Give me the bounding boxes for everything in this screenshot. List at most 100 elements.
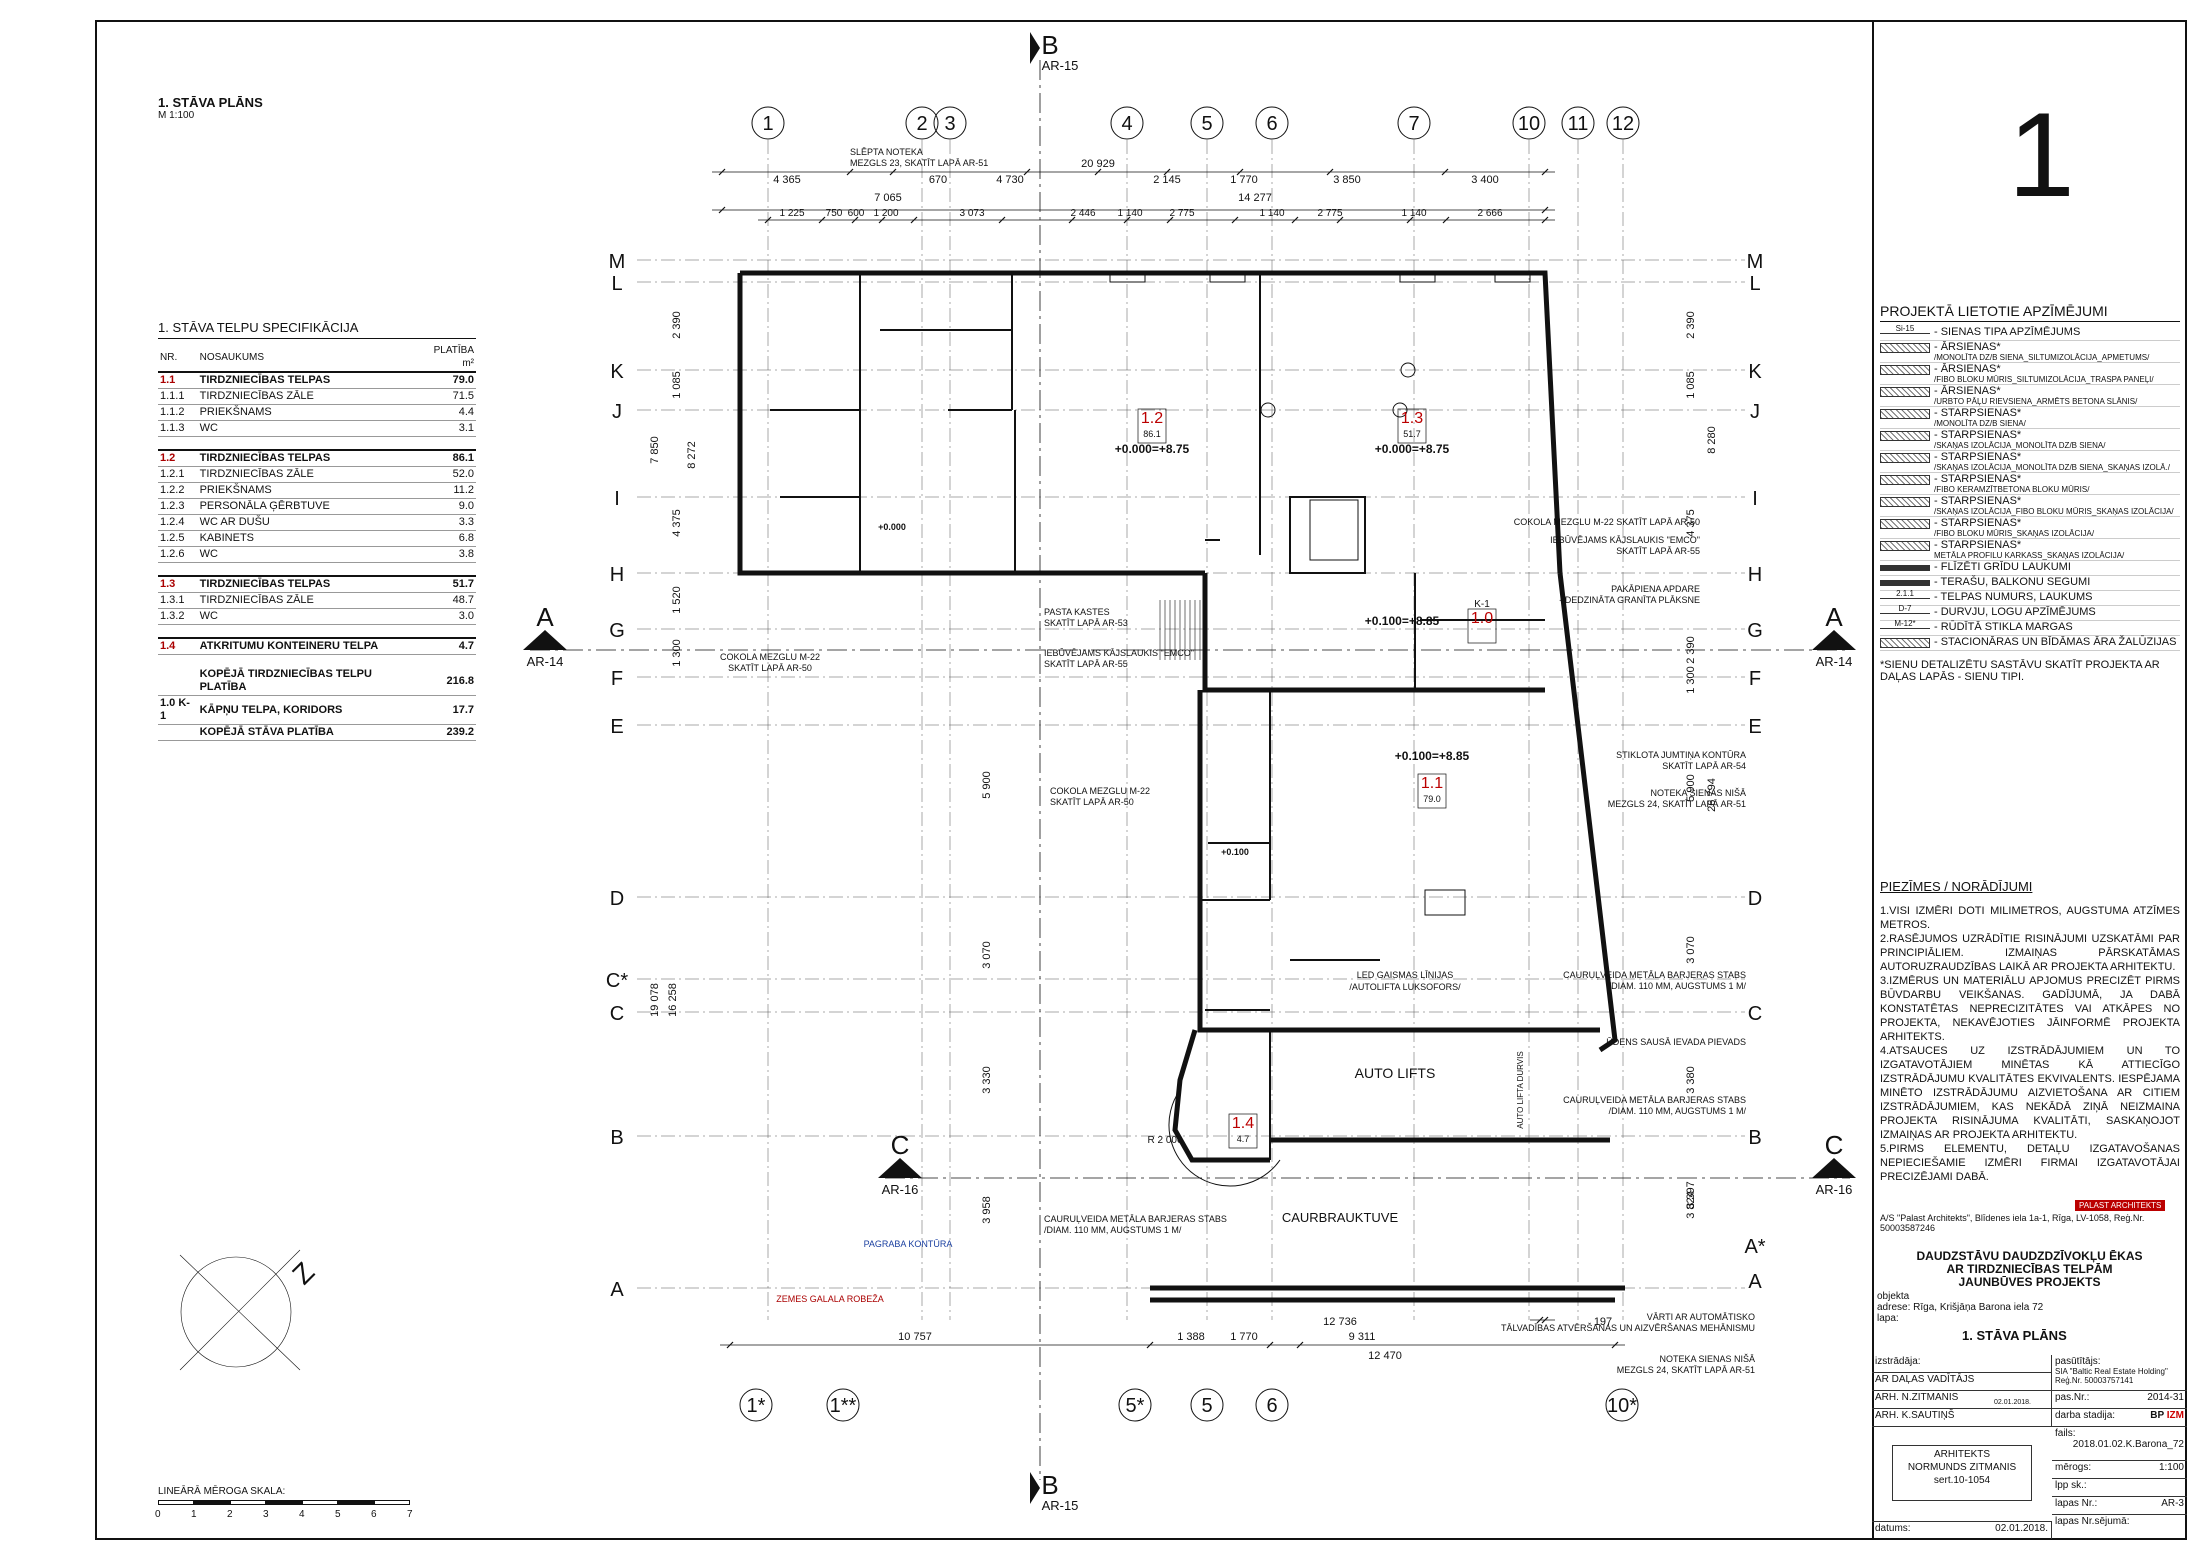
room-level: +0.000=+8.75 xyxy=(1115,442,1190,456)
axis-label: I xyxy=(614,488,620,510)
tb-lapas: AR-3 xyxy=(2161,1498,2184,1509)
spec-name: PRIEKŠNAMS xyxy=(197,404,419,421)
legend-item-sub: /SKAŅAS IZOLĀCIJA_MONOLĪTA DZ/B SIENA_SK… xyxy=(1934,463,2170,472)
legend-item-title: - SIENAS TIPA APZĪMĒJUMS xyxy=(1934,326,2081,338)
dim-tick xyxy=(1296,1341,1304,1349)
room-tag xyxy=(1467,608,1497,644)
dim-text: 8 280 xyxy=(1706,426,1718,454)
spec-area: 11.2 xyxy=(418,482,476,499)
axis-label: 2 xyxy=(916,113,927,135)
tb-lpp-label: lpp sk.: xyxy=(2055,1480,2087,1491)
legend-item-title: - TERAŠU, BALKONU SEGUMI xyxy=(1934,576,2091,588)
dim-tick xyxy=(1068,216,1076,224)
project-line-2: AR TIRDZNIECĪBAS TELPĀM xyxy=(1946,1262,2113,1276)
tb-datums: 02.01.2018. xyxy=(1995,1523,2048,1534)
legend-item-title: - STARPSIENAS* xyxy=(1934,407,2022,419)
scale-segment xyxy=(302,1500,338,1505)
spec-name: TIRDZNIECĪBAS ZĀLE xyxy=(197,388,419,405)
axis-label: L xyxy=(1749,273,1760,295)
callout-text: VĀRTI AR AUTOMĀTISKO xyxy=(1647,1312,1755,1322)
callout-text: COKOLA MEZGLU M-22 xyxy=(1050,786,1150,796)
dim-text: 12 736 xyxy=(1323,1316,1357,1328)
spec-area: 4.7 xyxy=(418,637,476,655)
room-area: 51.7 xyxy=(1403,429,1421,439)
legend-note: *SIENU DETALIZĒTU SASTĀVU SKATĪT PROJEKT… xyxy=(1880,659,2160,683)
callout-text: SKATĪT LAPĀ AR-53 xyxy=(1044,618,1128,628)
legend-row: - STARPSIENAS*/FIBO KERAMZĪTBETONA BLOKU… xyxy=(1880,473,2180,495)
elevator-box xyxy=(1309,499,1359,561)
dim-tick xyxy=(1094,168,1102,176)
title-block: izstrādāja: AR DAĻAS VADĪTĀJS ARH. N.ZIT… xyxy=(1872,1355,2187,1540)
exterior-wall xyxy=(737,273,1205,576)
legend-item-title: - RŪDĪTĀ STIKLA MARGAS xyxy=(1934,621,2073,633)
project-sheet-label: lapa: xyxy=(1877,1313,1899,1324)
axis-label: 5 xyxy=(1201,1395,1212,1417)
scale-tick-label: 0 xyxy=(155,1509,161,1520)
callout-text: COKOLA MEZGLU M-22 SKATĪT LAPĀ AR-50 xyxy=(1514,517,1700,527)
axis-label: I xyxy=(1752,488,1758,510)
dim-text: 2 390 xyxy=(671,311,683,339)
label-pagraba: PAGRABA KONTŪRA xyxy=(864,1239,953,1249)
dim-text: 3 850 xyxy=(1333,174,1361,186)
spec-name: KOPĒJĀ TIRDZNIECĪBAS TELPU PLATĪBA xyxy=(197,667,419,696)
plan-scale: M 1:100 xyxy=(158,110,195,121)
axis-bubble xyxy=(739,1388,773,1422)
legend-item-sub: /FIBO BLOKU MŪRIS_SKAŅAS IZOLĀCIJA/ xyxy=(1934,529,2095,538)
axis-bubble xyxy=(1118,1388,1152,1422)
axis-bubble xyxy=(933,106,967,140)
spec-name: TIRDZNIECĪBAS TELPAS xyxy=(197,575,419,593)
axis-label: A* xyxy=(1744,1236,1765,1258)
room-specification: 1. STĀVA TELPU SPECIFIKĀCIJA NR. NOSAUKU… xyxy=(158,320,476,741)
project-address-label: adrese: xyxy=(1877,1302,1911,1313)
axis-label: M xyxy=(609,251,626,273)
legend-row: - STARPSIENAS*/FIBO BLOKU MŪRIS_SKAŅAS I… xyxy=(1880,517,2180,539)
legend-swatch xyxy=(1880,638,1930,648)
firm-badge: PALAST ARCHITEKTS xyxy=(2075,1200,2166,1211)
room-level: +0.100=+8.85 xyxy=(1395,749,1470,763)
notes: PIEZĪMES / NORĀDĪJUMI 1.VISI IZMĒRI DOTI… xyxy=(1880,880,2180,1184)
project-block: DAUDZSTĀVU DAUDZDZĪVOKĻU ĒKAS AR TIRDZNI… xyxy=(1872,1250,2187,1344)
legend-swatch xyxy=(1880,519,1930,529)
dim-text: 5 900 xyxy=(1685,774,1697,802)
legend-item-sub: METĀLA PROFILU KARKASS_SKAŅAS IZOLĀCIJA/ xyxy=(1934,551,2125,560)
axis-bubble xyxy=(751,106,785,140)
spec-nr: 1.2.4 xyxy=(158,514,198,531)
spec-name: WC xyxy=(197,546,419,563)
legend-swatch xyxy=(1880,409,1930,419)
legend-text: - SIENAS TIPA APZĪMĒJUMS xyxy=(1934,326,2080,338)
section-a-label: A xyxy=(536,602,554,632)
dim-text: 1 140 xyxy=(1117,208,1142,219)
column-mark xyxy=(1392,402,1408,418)
tb-merogs-cell: mērogs:1:100 xyxy=(2052,1461,2187,1479)
scale-segment xyxy=(338,1500,374,1505)
dim-text: 3 397 xyxy=(1685,1181,1697,1209)
callout-text: NOTEKA SIENAS NIŠĀ xyxy=(1650,788,1746,798)
callout-text: SKATĪT LAPĀ AR-55 xyxy=(1044,659,1128,669)
tb-lapas-cell: lapas Nr.:AR-3 xyxy=(2052,1497,2187,1515)
spec-name: KABINETS xyxy=(197,530,419,547)
legend-swatch xyxy=(1880,497,1930,507)
axis-label: G xyxy=(1747,620,1763,642)
legend-item-title: - STARPSIENAS* xyxy=(1934,429,2022,441)
spec-area: 52.0 xyxy=(418,466,476,483)
notes-title: PIEZĪMES / NORĀDĪJUMI xyxy=(1880,879,2033,894)
dim-text: 2 446 xyxy=(1070,208,1095,219)
legend-row: - FLĪZĒTI GRĪDU LAUKUMI xyxy=(1880,561,2180,576)
dim-text: 9 311 xyxy=(1349,1331,1376,1343)
axis-label: 10* xyxy=(1607,1395,1637,1417)
axis-label: D xyxy=(1748,888,1762,910)
legend-swatch xyxy=(1880,365,1930,375)
legend-item-title: - ĀRSIENAS* xyxy=(1934,385,2001,397)
dim-text: 2 775 xyxy=(1317,208,1342,219)
note-4: 4.ATSAUCES UZ IZSTRĀDĀJUMIEM UN TO IZGAT… xyxy=(1880,1045,2180,1141)
scale-tick-label: 4 xyxy=(299,1509,305,1520)
section-b-ref: AR-15 xyxy=(1042,1498,1079,1513)
dim-text: 1 520 xyxy=(671,586,683,614)
legend-swatch: Si-15 xyxy=(1880,324,1930,334)
plan-title: 1. STĀVA PLĀNS xyxy=(158,95,263,110)
tb-client-cell: pasūtītājs: SIA "Baltic Real Estate Hold… xyxy=(2052,1355,2187,1391)
